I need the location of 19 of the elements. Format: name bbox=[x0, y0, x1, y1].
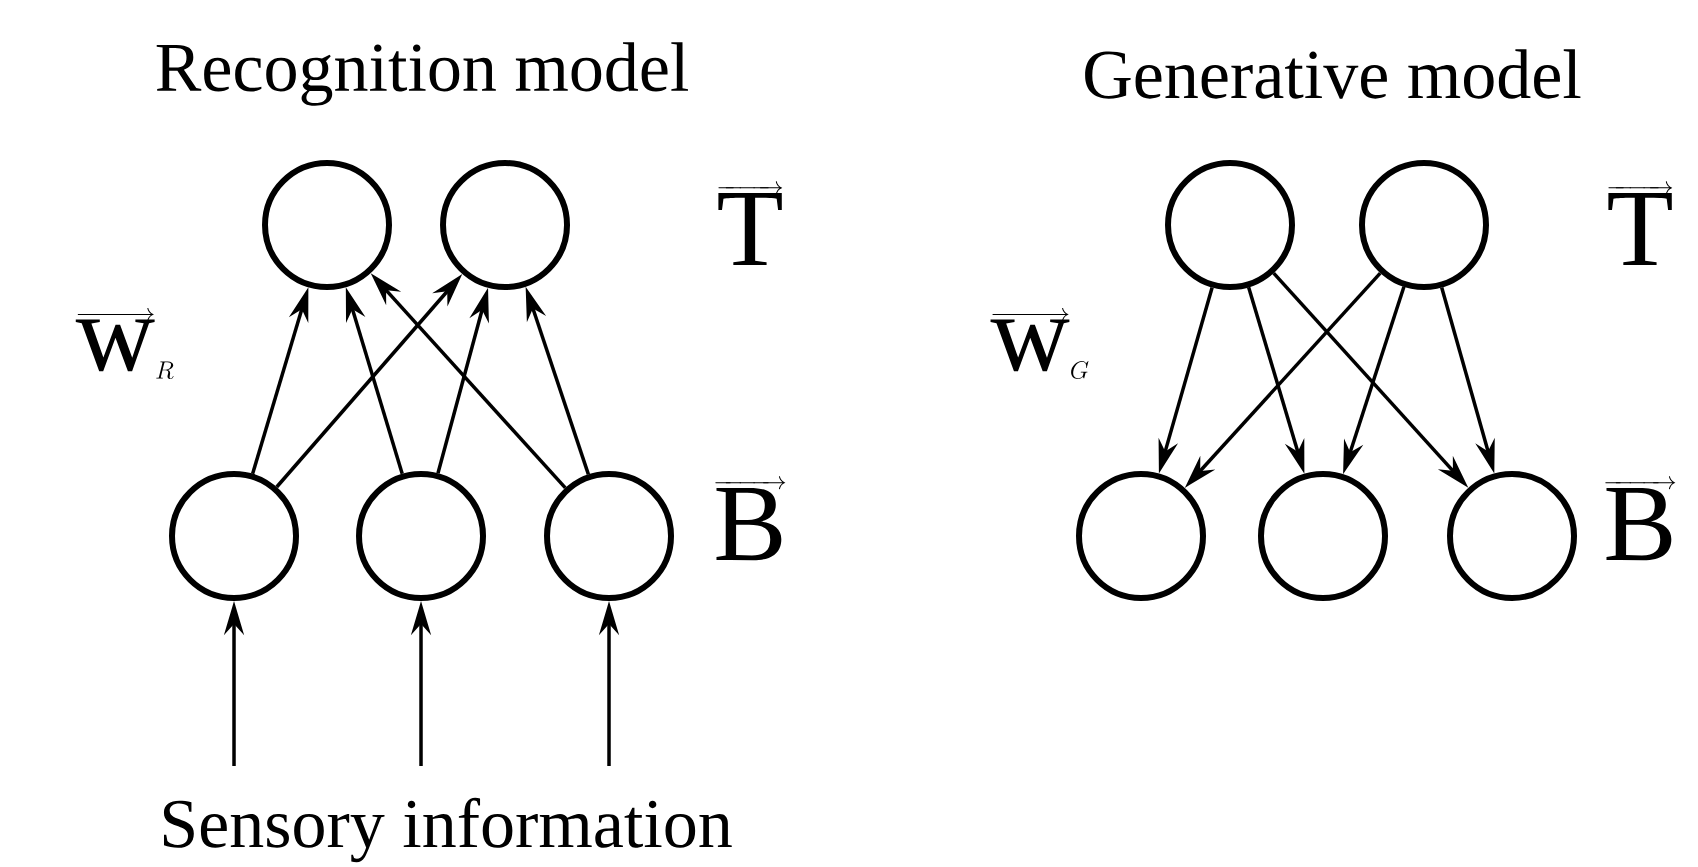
circle-node bbox=[1076, 471, 1206, 601]
circle-node bbox=[544, 471, 674, 601]
vector-symbol: $\overrightarrow{\mathrm{B}}$ bbox=[715, 476, 786, 561]
vector-symbol: $\overrightarrow{\mathrm{w}}_{\textstyle G}$ bbox=[990, 307, 1089, 380]
circle-node bbox=[440, 160, 570, 290]
caption-text: Sensory information bbox=[163, 797, 732, 863]
circle-node bbox=[169, 471, 299, 601]
circle-node bbox=[1359, 160, 1489, 290]
vector-symbol: $\overrightarrow{\mathrm{B}}$ bbox=[1605, 476, 1676, 561]
circle-node bbox=[1447, 471, 1577, 601]
circle-node bbox=[1165, 160, 1295, 290]
circle-node bbox=[356, 471, 486, 601]
circle-node bbox=[262, 160, 392, 290]
vector-symbol: $\overrightarrow{\mathrm{T}}$ bbox=[1608, 181, 1673, 266]
heading: Recognition model bbox=[156, 42, 688, 106]
heading: Generative model bbox=[1085, 49, 1581, 99]
vector-symbol: $\overrightarrow{\mathrm{w}}_{\textstyle R}$ bbox=[75, 307, 174, 380]
vector-symbol: $\overrightarrow{\mathrm{T}}$ bbox=[718, 181, 783, 266]
circle-node bbox=[1258, 471, 1388, 601]
